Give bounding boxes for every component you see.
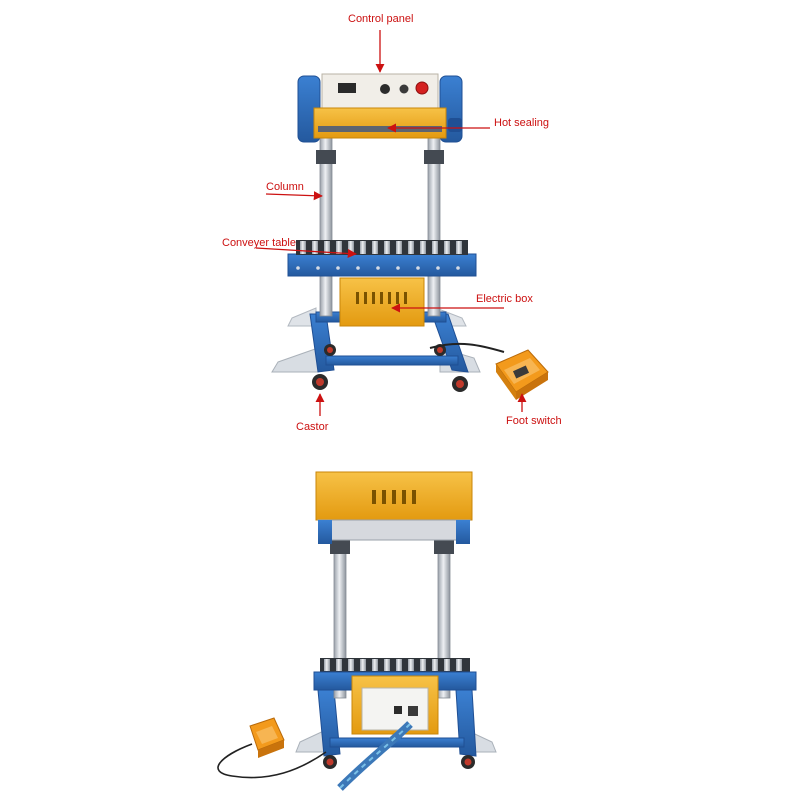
machine-front-view xyxy=(271,73,549,400)
rear-head-jaw xyxy=(317,519,471,541)
control-knob-1 xyxy=(380,84,390,94)
base-crossbar-bottom xyxy=(325,355,459,366)
conveyor-rollers xyxy=(296,240,468,255)
column-collar-left xyxy=(316,150,336,164)
rear-roller-bars xyxy=(324,659,462,671)
label-electric-box: Electric box xyxy=(476,293,533,305)
rear-head-side-left xyxy=(318,520,332,544)
foot-switch-cable xyxy=(429,342,505,353)
label-foot-switch: Foot switch xyxy=(506,415,562,427)
rear-panel-socket xyxy=(408,706,418,716)
rear-foot-switch-cable xyxy=(217,743,327,779)
emergency-stop-button xyxy=(415,81,429,95)
rear-foot-switch xyxy=(249,717,285,758)
control-display xyxy=(338,83,356,93)
rear-head-side-right xyxy=(456,520,470,544)
control-knob-2 xyxy=(399,84,409,94)
arrow-column xyxy=(265,191,323,201)
column-left xyxy=(319,137,333,317)
sealing-jaw xyxy=(318,126,442,132)
base-plate-left xyxy=(271,347,319,373)
conveyor-frame xyxy=(287,253,477,277)
label-column: Column xyxy=(266,181,304,193)
electric-box-vents xyxy=(356,292,407,304)
label-arrows xyxy=(255,30,527,416)
rear-panel-switch xyxy=(394,706,402,714)
sealing-knob xyxy=(448,118,462,132)
label-castor: Castor xyxy=(296,421,329,433)
rear-column-collar-left xyxy=(330,540,350,554)
rear-head-vents xyxy=(372,490,416,504)
rear-column-collar-right xyxy=(434,540,454,554)
foot-switch xyxy=(495,349,549,400)
rear-castors xyxy=(323,755,475,769)
column-right xyxy=(427,137,441,317)
castors xyxy=(312,344,468,392)
air-hose-stripe xyxy=(339,723,411,789)
hot-sealing-bar xyxy=(313,107,447,139)
machine-rear-view xyxy=(217,471,497,791)
column-collar-right xyxy=(424,150,444,164)
label-control-panel: Control panel xyxy=(348,13,413,25)
conveyor-bolts xyxy=(296,266,460,270)
label-hot-sealing: Hot sealing xyxy=(494,117,549,129)
label-conveyer-table: Conveyer table xyxy=(222,237,296,249)
arrow-conveyer-table xyxy=(255,247,357,259)
